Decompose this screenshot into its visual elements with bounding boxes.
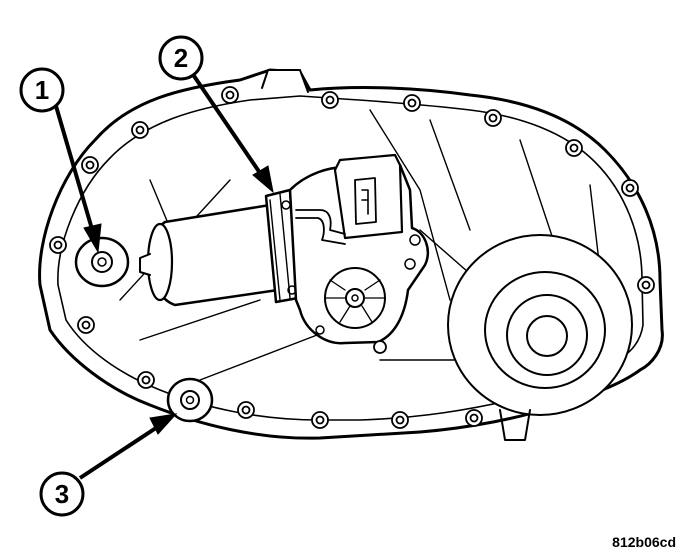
callout-3-arrow <box>78 422 164 480</box>
callout-3-arrowhead <box>149 413 178 435</box>
housing-top-tab <box>261 69 309 93</box>
callout-2: 2 <box>158 35 204 81</box>
perimeter-bolts <box>49 86 655 429</box>
callout-1: 1 <box>19 67 65 113</box>
output-shaft-housing <box>447 234 633 441</box>
callout-2-arrow <box>192 74 264 178</box>
callout-2-arrowhead <box>252 165 274 194</box>
callout-3-label: 3 <box>55 479 69 509</box>
callout-arrows <box>54 74 274 480</box>
callout-2-label: 2 <box>174 43 188 73</box>
mounting-bolt-1 <box>74 236 130 288</box>
callout-1-arrow <box>54 105 96 237</box>
shift-motor <box>139 153 429 354</box>
callout-1-label: 1 <box>35 75 49 105</box>
mounting-bolt-3 <box>166 377 214 423</box>
callout-1-arrowhead <box>83 223 102 254</box>
figure-id: 812b06cd <box>612 534 676 550</box>
callout-3: 3 <box>39 471 85 517</box>
